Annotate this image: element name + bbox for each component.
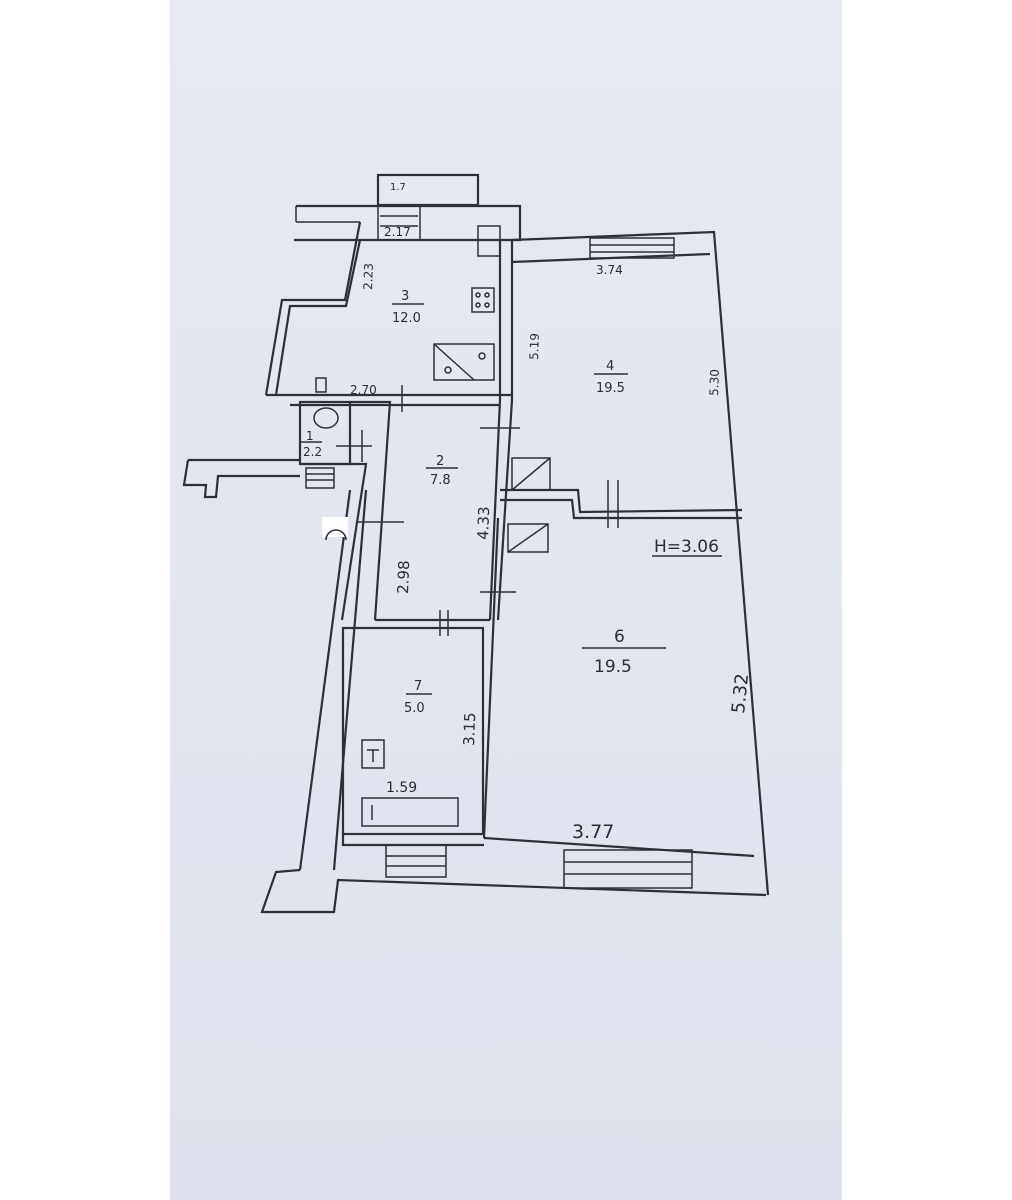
dim-room6-right: 5.32 (728, 672, 753, 714)
ceiling-height: H=3.06 (654, 537, 719, 557)
room3-area: 12.0 (392, 311, 421, 326)
kitchen-fixture (315, 377, 327, 393)
vent-diagonal (511, 457, 551, 491)
stove-burner (484, 292, 490, 298)
dim-kitchen-top: 2.17 (384, 225, 411, 239)
dim-room4-top: 3.74 (596, 263, 623, 277)
room4-room6-divider-inner (500, 498, 742, 520)
room7-area: 5.0 (404, 701, 425, 716)
dim-room7-right: 3.15 (460, 712, 479, 746)
room1-area: 2.2 (303, 445, 322, 459)
stove-burner (484, 302, 490, 308)
room6-left-wall-upper (496, 399, 514, 621)
room1-number: 1 (306, 429, 314, 443)
dim-room4-right: 5.30 (707, 369, 722, 396)
room4-number: 4 (606, 359, 614, 374)
vent-shaft-upper (511, 457, 551, 491)
sink-room7 (361, 739, 385, 769)
sink (477, 225, 501, 257)
dim-top-small: 1.7 (390, 182, 406, 193)
stove (471, 287, 495, 313)
paper-sheet (170, 0, 842, 1200)
entrance-steps (305, 467, 335, 489)
bathtub (361, 797, 459, 827)
counter-circle (478, 352, 486, 360)
stove-burner (475, 302, 481, 308)
room6-area: 19.5 (594, 657, 632, 677)
room4-window (589, 237, 675, 259)
counter-circle (444, 366, 452, 374)
stove-burner (475, 292, 481, 298)
room7-bottom (341, 834, 484, 847)
dim-room4-left: 5.19 (527, 333, 542, 360)
room3-number: 3 (401, 289, 409, 304)
hall-left-wall (350, 400, 392, 621)
room4-area: 19.5 (596, 381, 625, 396)
entrance-wall (182, 459, 300, 499)
dim-kitchen-left: 2.23 (361, 263, 376, 290)
room6-number: 6 (614, 627, 625, 647)
hall-right-wall (488, 399, 502, 621)
bottom-exterior-wall (260, 868, 767, 914)
toilet (313, 407, 339, 429)
counter-diagonal (433, 343, 475, 381)
dim-hall-right: 4.33 (474, 506, 493, 540)
corridor-left-inner (300, 462, 368, 621)
room6-left-wall (482, 517, 500, 839)
room2-number: 2 (436, 454, 444, 469)
room4-outer-wall (511, 230, 770, 896)
room7-number: 7 (414, 679, 422, 694)
kitchen-left-wall (264, 221, 362, 396)
door-arc (325, 529, 347, 541)
vent-shaft-lower (507, 523, 549, 553)
dim-kitchen-bottom: 2.70 (350, 383, 377, 397)
room7-walls (341, 626, 485, 836)
dim-room6-bottom: 3.77 (572, 821, 614, 843)
dim-hall-left: 2.98 (394, 560, 413, 594)
room6-window (563, 849, 693, 889)
left-exterior-wall-outer (298, 489, 352, 871)
vent-diagonal (507, 523, 549, 553)
room6-bottom-inner (483, 836, 755, 858)
dim-bath: 1.59 (386, 780, 417, 796)
kitchen-counter (433, 343, 495, 381)
room2-area: 7.8 (430, 473, 451, 488)
room7-window (385, 844, 447, 878)
left-exterior-wall-inner (332, 489, 368, 871)
kitchen-left-wall-inner (274, 239, 362, 396)
kitchen-window-top (377, 205, 421, 241)
